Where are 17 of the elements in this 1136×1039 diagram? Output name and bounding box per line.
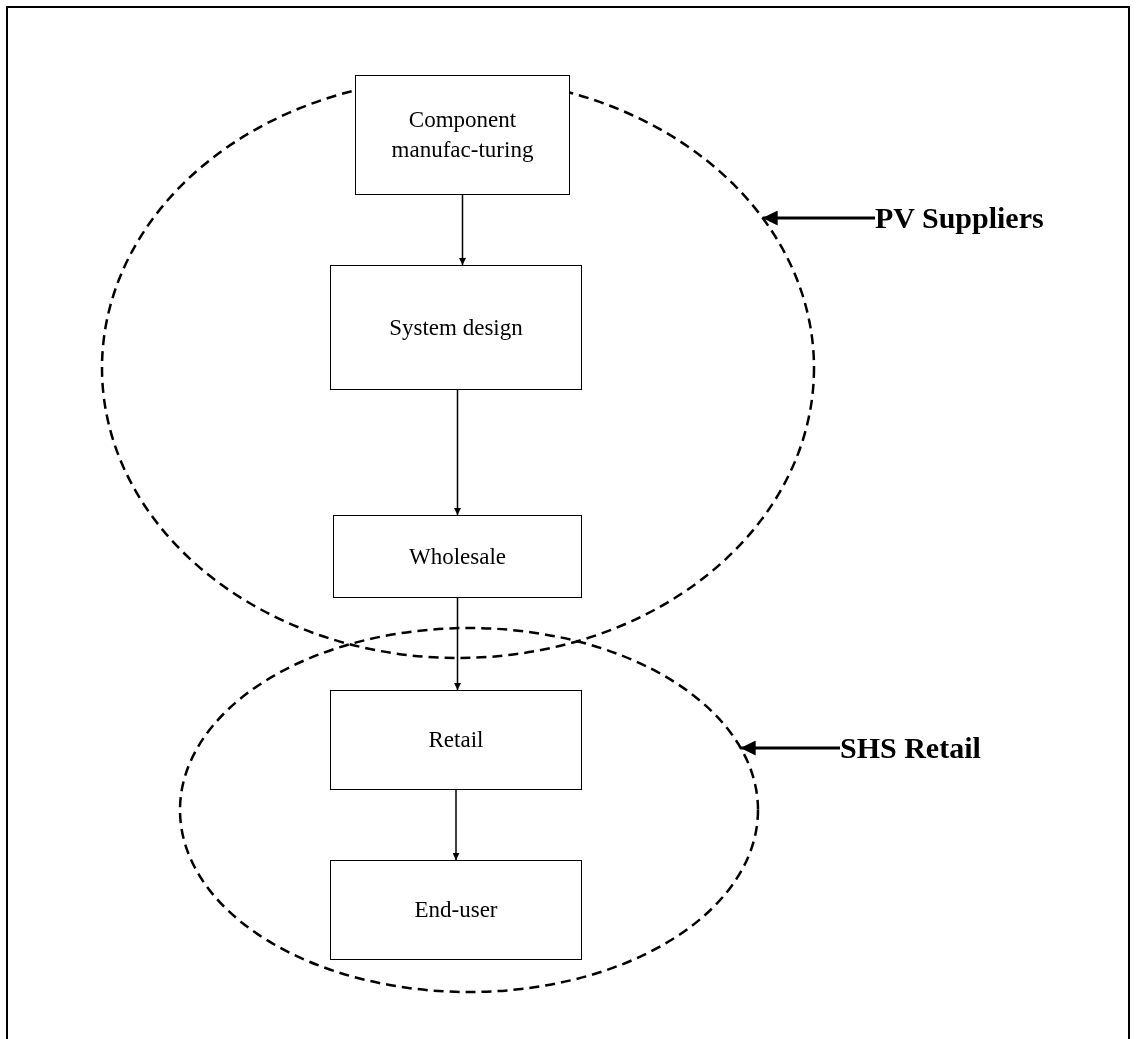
- group-label: PV Suppliers: [875, 200, 1044, 237]
- arrow: [454, 597, 461, 691]
- box-text: Wholesale: [408, 542, 507, 571]
- process-box: [330, 860, 582, 960]
- arrow: [762, 210, 875, 226]
- arrow: [740, 740, 840, 756]
- group-label: SHS Retail: [840, 730, 981, 767]
- box-text: End-user: [414, 896, 498, 924]
- process-box: [330, 690, 582, 790]
- box-text: Retail: [428, 726, 484, 754]
- box-text: System design: [389, 313, 523, 342]
- process-box: [330, 265, 582, 390]
- box-text: Component manufac-turing: [390, 106, 535, 164]
- process-box: [333, 515, 582, 598]
- arrow: [459, 194, 466, 266]
- arrow: [452, 789, 460, 861]
- arrow: [454, 389, 461, 516]
